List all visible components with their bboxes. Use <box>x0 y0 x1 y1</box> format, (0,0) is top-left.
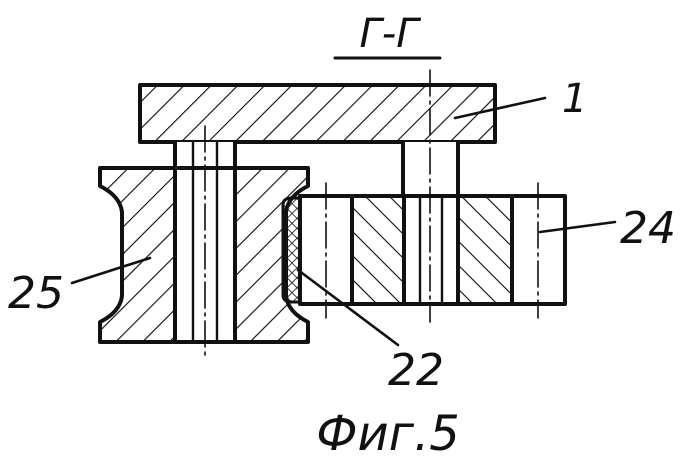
callout-24: 24 <box>620 203 676 254</box>
callout-25: 25 <box>8 268 64 319</box>
section-title: Г-Г <box>359 11 421 57</box>
part-1-top-plate <box>140 85 495 142</box>
figure-caption: Фиг.5 <box>316 406 460 462</box>
part-22-strip <box>283 198 300 302</box>
part-24-block <box>300 196 565 304</box>
callout-22: 22 <box>388 345 444 396</box>
callout-1: 1 <box>562 76 587 122</box>
